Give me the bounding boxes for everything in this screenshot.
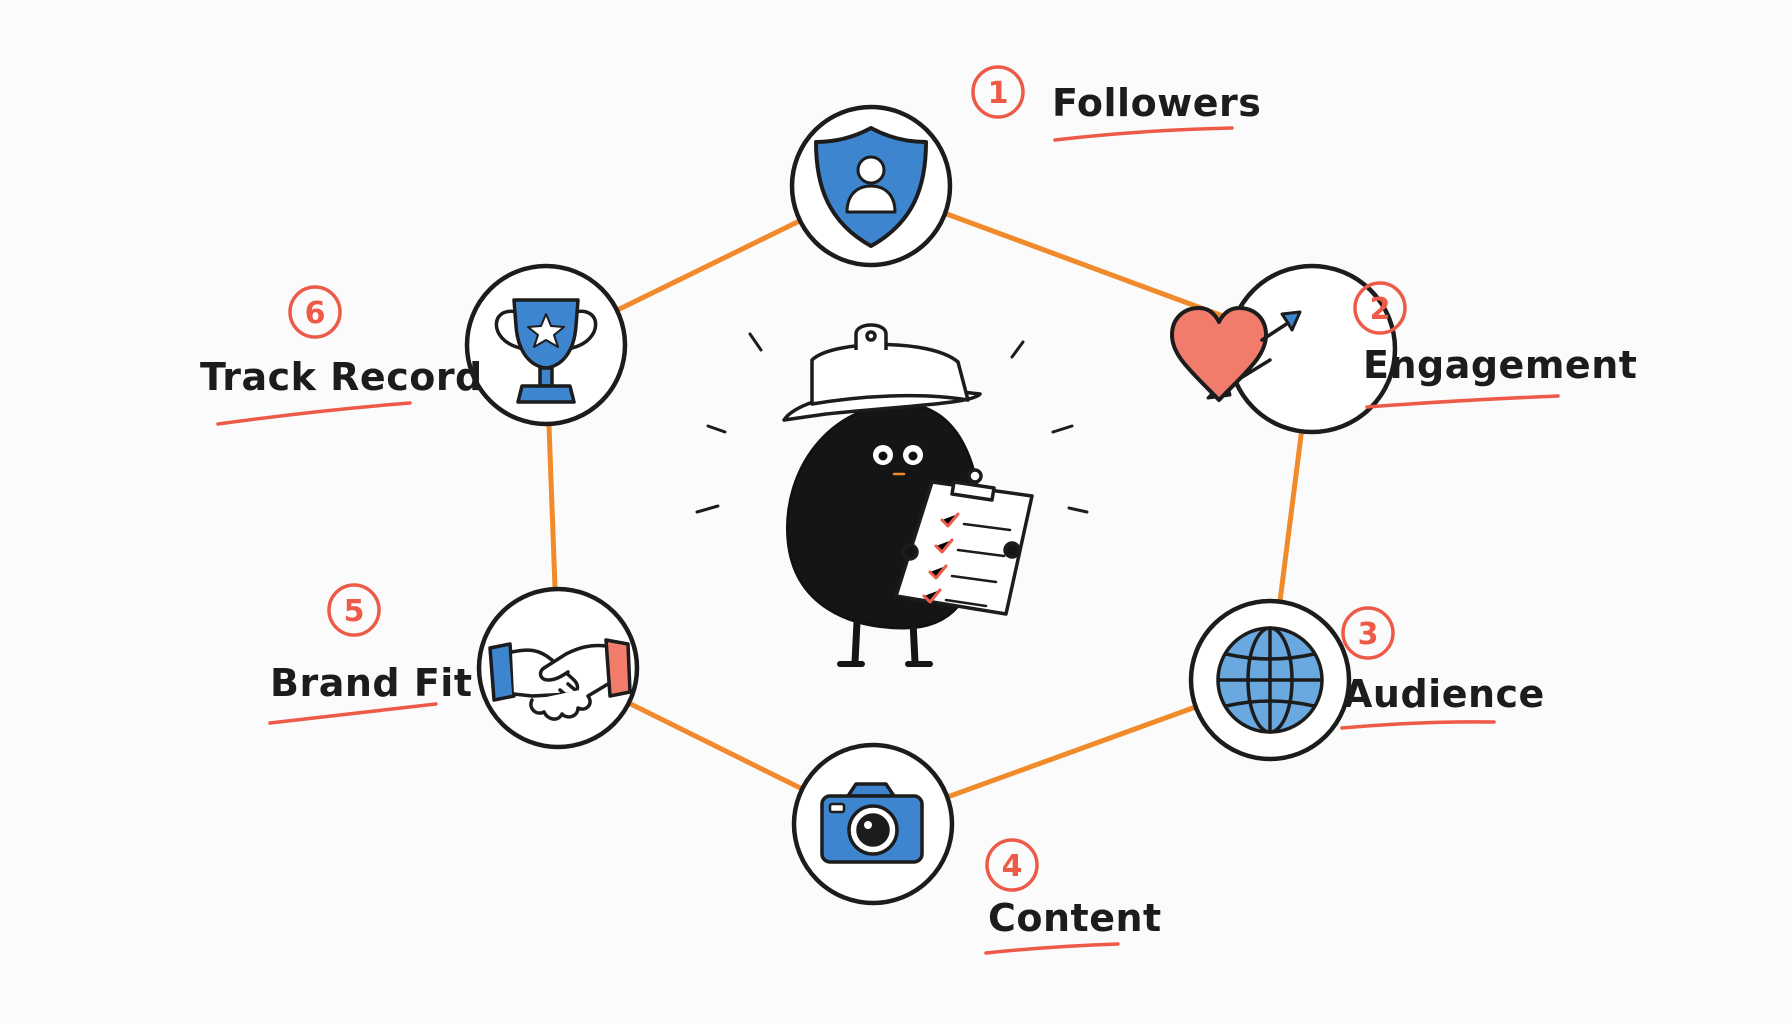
step-2: 2 Engagement bbox=[1170, 263, 1637, 435]
step-3: 3 Audience bbox=[1188, 598, 1545, 762]
step-4-underline bbox=[984, 942, 1120, 955]
step-1-underline bbox=[1053, 126, 1234, 142]
center-character bbox=[695, 323, 1089, 667]
step-4-number: 4 bbox=[1002, 849, 1023, 884]
globe-icon bbox=[1216, 626, 1324, 734]
character-hat bbox=[782, 323, 982, 422]
step-5-number: 5 bbox=[344, 594, 365, 629]
step-5-underline bbox=[268, 702, 438, 725]
step-5-number-circle bbox=[327, 583, 381, 637]
clipboard-icon bbox=[894, 468, 1034, 616]
character-legs bbox=[837, 618, 933, 667]
handshake-icon bbox=[488, 638, 632, 721]
character-eyes bbox=[873, 445, 923, 476]
step-5-label: Brand Fit bbox=[270, 661, 472, 705]
step-2-number: 2 bbox=[1370, 292, 1391, 327]
step-6: 6 Track Record bbox=[200, 263, 628, 427]
step-6-underline bbox=[216, 401, 412, 426]
step-6-label: Track Record bbox=[200, 355, 483, 399]
step-1-number-circle bbox=[971, 65, 1025, 119]
step-4-label: Content bbox=[988, 896, 1162, 940]
step-1: 1 Followers bbox=[789, 65, 1261, 268]
trophy-icon bbox=[494, 298, 598, 404]
camera-icon bbox=[820, 782, 924, 864]
step-3-underline bbox=[1340, 720, 1496, 730]
step-3-number-circle bbox=[1341, 606, 1395, 660]
step-5: 5 Brand Fit bbox=[268, 583, 640, 750]
step-3-label: Audience bbox=[1343, 672, 1545, 716]
step-2-underline bbox=[1365, 394, 1560, 409]
step-6-number-circle bbox=[288, 285, 342, 339]
step-2-number-circle bbox=[1353, 281, 1407, 335]
step-1-number: 1 bbox=[988, 76, 1009, 111]
step-6-number: 6 bbox=[305, 296, 326, 331]
shield-user-icon bbox=[814, 126, 928, 248]
step-1-label: Followers bbox=[1052, 81, 1261, 125]
step-2-label: Engagement bbox=[1363, 343, 1637, 387]
radiating-lines bbox=[695, 332, 1089, 514]
step-4: 4 Content bbox=[791, 742, 1162, 955]
step-3-number: 3 bbox=[1358, 617, 1379, 652]
step-4-number-circle bbox=[985, 838, 1039, 892]
heart-arrow-icon bbox=[1170, 306, 1302, 402]
